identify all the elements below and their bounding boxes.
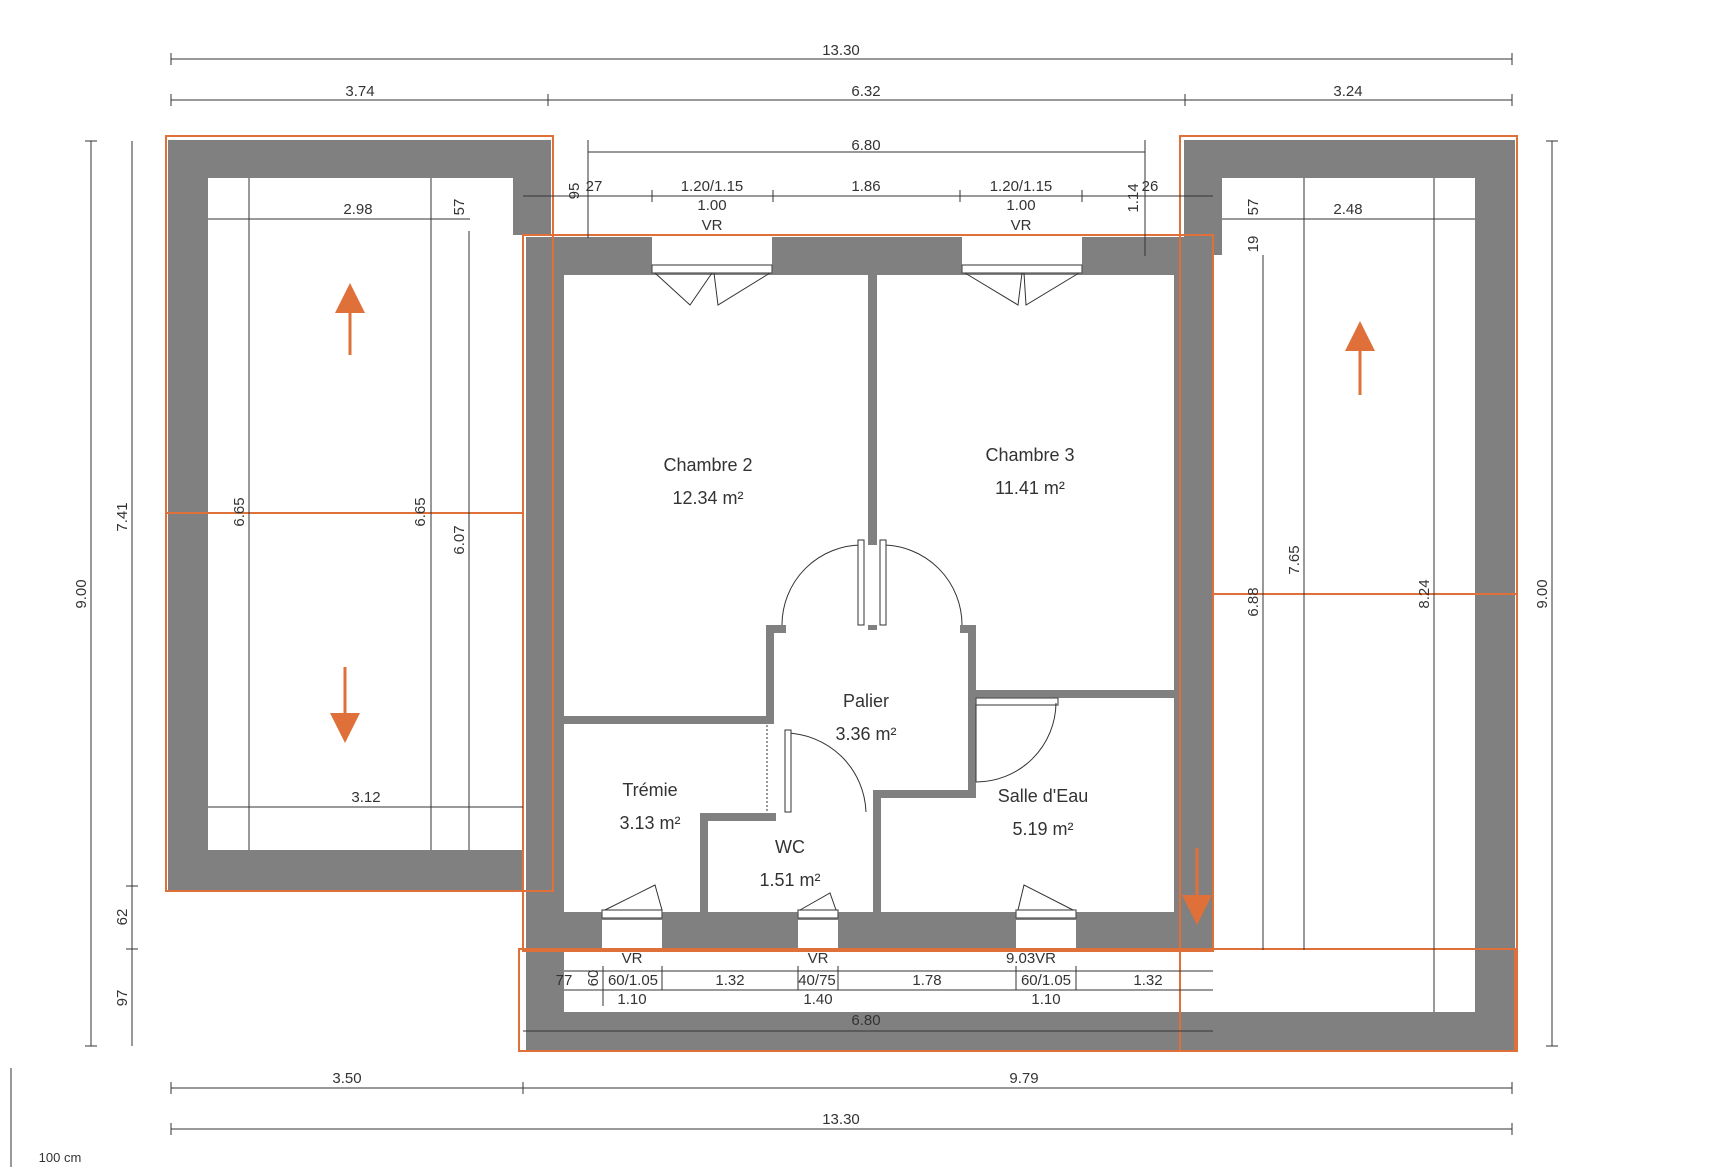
- window-door-sde: [975, 697, 1059, 706]
- window-ch3: [961, 264, 1083, 274]
- dim-right-824: 8.24: [1416, 579, 1433, 608]
- outline-bottom-band: [518, 948, 1516, 1052]
- room-area-wc: 1.51 m²: [759, 870, 820, 890]
- window-ch2: [651, 264, 773, 274]
- dim-top-mid: 6.32: [851, 83, 880, 100]
- room-area-palier: 3.36 m²: [835, 724, 896, 744]
- room-name-chambre2: Chambre 2: [663, 455, 752, 475]
- dim-top-b: 26: [1142, 178, 1159, 195]
- dim-bottom-350: 3.50: [332, 1070, 361, 1087]
- dim-bottom-win2: 60/1.05: [1021, 972, 1071, 989]
- slope-arrows: [330, 283, 1375, 925]
- dim-bottom-178: 1.78: [912, 972, 941, 989]
- dim-bottom-132b: 1.32: [1133, 972, 1162, 989]
- partition-sde-left-top: [873, 790, 976, 798]
- dim-bottom-77: 77: [556, 972, 573, 989]
- dim-left-wing-bottom: 3.12: [351, 789, 380, 806]
- dim-left-97: 97: [114, 990, 131, 1007]
- partition-ch2-ch3: [868, 275, 877, 630]
- dim-right-900: 9.00: [1534, 579, 1551, 608]
- dim-top-left: 3.74: [345, 83, 374, 100]
- partition-wc-top: [700, 813, 776, 821]
- right-wing-wall-top: [1184, 140, 1515, 178]
- scale-label: 100 cm: [39, 1150, 82, 1165]
- partition-palier-left: [766, 625, 774, 724]
- wall-openings: [602, 237, 1082, 952]
- dim-left-wing-width: 2.98: [343, 201, 372, 218]
- partition-palier-left-top: [766, 625, 786, 633]
- dim-top-mid-seg: 1.86: [851, 178, 880, 195]
- room-area-chambre3: 11.41 m²: [995, 478, 1065, 498]
- dim-left-665b: 6.65: [412, 497, 429, 526]
- dim-bottom-903: 9.03VR: [1006, 950, 1056, 967]
- partition-sde-top: [968, 690, 1174, 698]
- room-name-chambre3: Chambre 3: [985, 445, 1074, 465]
- dim-top-win1-sub: 1.00: [697, 197, 726, 214]
- partition-sde-step: [968, 697, 976, 797]
- swings: [604, 272, 1080, 911]
- dim-bottom-60: 60: [585, 970, 602, 987]
- dim-left-741: 7.41: [114, 502, 131, 531]
- partition-palier-right: [968, 625, 976, 697]
- room-name-tremie: Trémie: [622, 780, 677, 800]
- dim-left-900: 9.00: [73, 579, 90, 608]
- dim-bottom-140: 1.40: [803, 991, 832, 1008]
- partition-tremie-top: [564, 716, 770, 724]
- partition-wc-left: [700, 813, 708, 912]
- central-wall-top: [526, 237, 1213, 275]
- left-wing-wall-left: [168, 140, 208, 890]
- dim-inner-top-total: 6.80: [851, 137, 880, 154]
- dim-left-665a: 6.65: [231, 497, 248, 526]
- roof-outlines: [165, 135, 1518, 1052]
- dim-top-win2-label: VR: [1011, 217, 1032, 234]
- dim-top-total: 13.30: [822, 42, 860, 59]
- window-tremie: [601, 909, 663, 919]
- dim-bottom-win1: 60/1.05: [608, 972, 658, 989]
- partition-wc-right: [873, 790, 881, 912]
- dim-bottom-total: 13.30: [822, 1111, 860, 1128]
- dim-top-win1: 1.20/1.15: [681, 178, 744, 195]
- room-name-wc: WC: [775, 837, 805, 857]
- dim-left-57: 57: [451, 199, 468, 216]
- dim-bottom-vr1: VR: [622, 950, 643, 967]
- dimension-lines: [10, 53, 1558, 1167]
- dim-top-a2: 95: [566, 183, 583, 200]
- dim-right-57: 57: [1245, 199, 1262, 216]
- room-name-sde: Salle d'Eau: [998, 786, 1089, 806]
- dim-bottom-110b: 1.10: [1031, 991, 1060, 1008]
- left-wing-wall-stub: [513, 140, 551, 235]
- room-labels: Chambre 2 12.34 m² Chambre 3 11.41 m² Pa…: [619, 445, 1088, 890]
- windows: [601, 264, 1083, 919]
- window-wc: [797, 909, 839, 919]
- room-area-tremie: 3.13 m²: [619, 813, 680, 833]
- dim-bottom-132a: 1.32: [715, 972, 744, 989]
- room-area-sde: 5.19 m²: [1012, 819, 1073, 839]
- left-wing-wall-top: [168, 140, 551, 178]
- left-wing-wall-bottom: [168, 850, 523, 890]
- dim-top-win1-label: VR: [702, 217, 723, 234]
- dim-top-right: 3.24: [1333, 83, 1362, 100]
- dim-right-19: 19: [1245, 236, 1262, 253]
- dim-left-607: 6.07: [451, 525, 468, 554]
- dim-right-wing-width: 2.48: [1333, 201, 1362, 218]
- dim-bottom-979: 9.79: [1009, 1070, 1038, 1087]
- dim-bottom-110a: 1.10: [617, 991, 646, 1008]
- dim-right-765: 7.65: [1286, 545, 1303, 574]
- walls: [168, 140, 1515, 1051]
- dim-top-b2: 1.14: [1125, 183, 1142, 212]
- dim-right-688: 6.88: [1245, 587, 1262, 616]
- dim-left-62: 62: [114, 909, 131, 926]
- room-area-chambre2: 12.34 m²: [672, 488, 743, 508]
- dim-top-win2: 1.20/1.15: [990, 178, 1053, 195]
- dim-bottom-680: 6.80: [851, 1012, 880, 1029]
- dim-top-win2-sub: 1.00: [1006, 197, 1035, 214]
- right-wing-wall-stub: [1184, 140, 1222, 255]
- dimension-labels: 13.30 3.74 6.32 3.24 6.80 27 95 1.20/1.1…: [39, 42, 1551, 1165]
- window-sde: [1015, 909, 1077, 919]
- room-name-palier: Palier: [843, 691, 889, 711]
- dim-bottom-4075: 40/75: [798, 972, 836, 989]
- dim-top-a: 27: [586, 178, 603, 195]
- dim-bottom-vr2: VR: [808, 950, 829, 967]
